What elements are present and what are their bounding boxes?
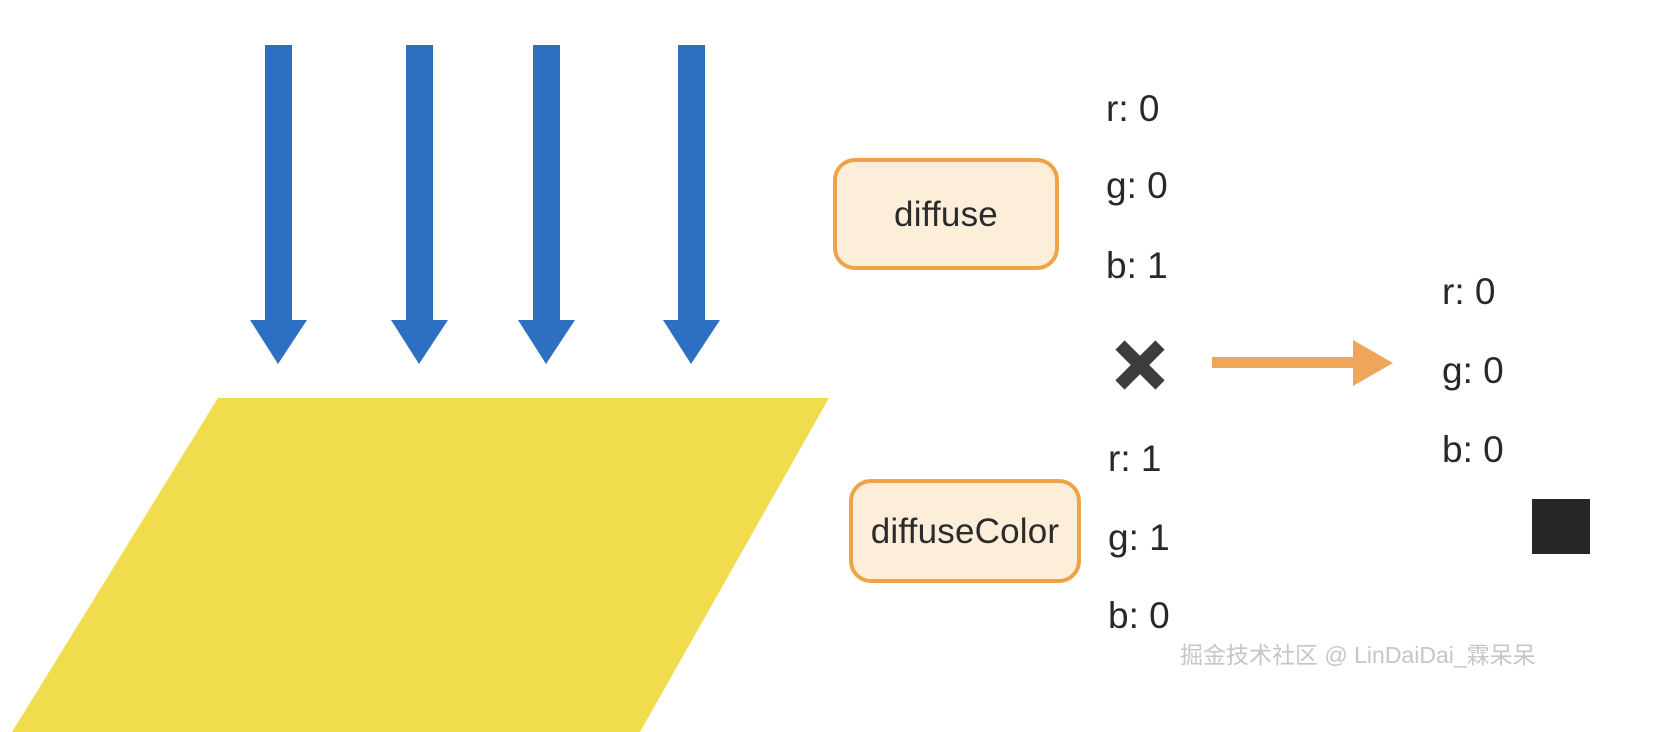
diffuse-color-channel-r: r: 1 — [1108, 438, 1162, 479]
multiply-icon — [1115, 340, 1165, 390]
result-channel-g: g: 0 — [1442, 350, 1504, 391]
diffuse-color-channel-g: g: 1 — [1108, 517, 1170, 558]
lit-surface-plane — [12, 398, 829, 732]
diffuse-channel-r: r: 0 — [1106, 88, 1160, 129]
result-channel-r: r: 0 — [1442, 271, 1496, 312]
result-channel-b: b: 0 — [1442, 429, 1504, 470]
node-diffuse-label: diffuse — [894, 194, 998, 234]
light-arrow-1 — [250, 45, 307, 364]
node-diffuse-color[interactable]: diffuseColor — [849, 479, 1081, 583]
light-arrow-4 — [663, 45, 720, 364]
diffuse-channel-g: g: 0 — [1106, 165, 1168, 206]
incoming-light-arrows — [250, 45, 720, 364]
result-color-swatch — [1532, 499, 1590, 554]
watermark-text: 掘金技术社区 @ LinDaiDai_霖呆呆 — [1180, 642, 1536, 668]
node-diffuse[interactable]: diffuse — [833, 158, 1059, 270]
diffuse-color-channel-b: b: 0 — [1108, 595, 1170, 636]
diffuse-channel-b: b: 1 — [1106, 245, 1168, 286]
light-arrow-3 — [518, 45, 575, 364]
result-arrow — [1212, 340, 1393, 386]
light-arrow-2 — [391, 45, 448, 364]
node-diffuse-color-label: diffuseColor — [870, 511, 1060, 551]
